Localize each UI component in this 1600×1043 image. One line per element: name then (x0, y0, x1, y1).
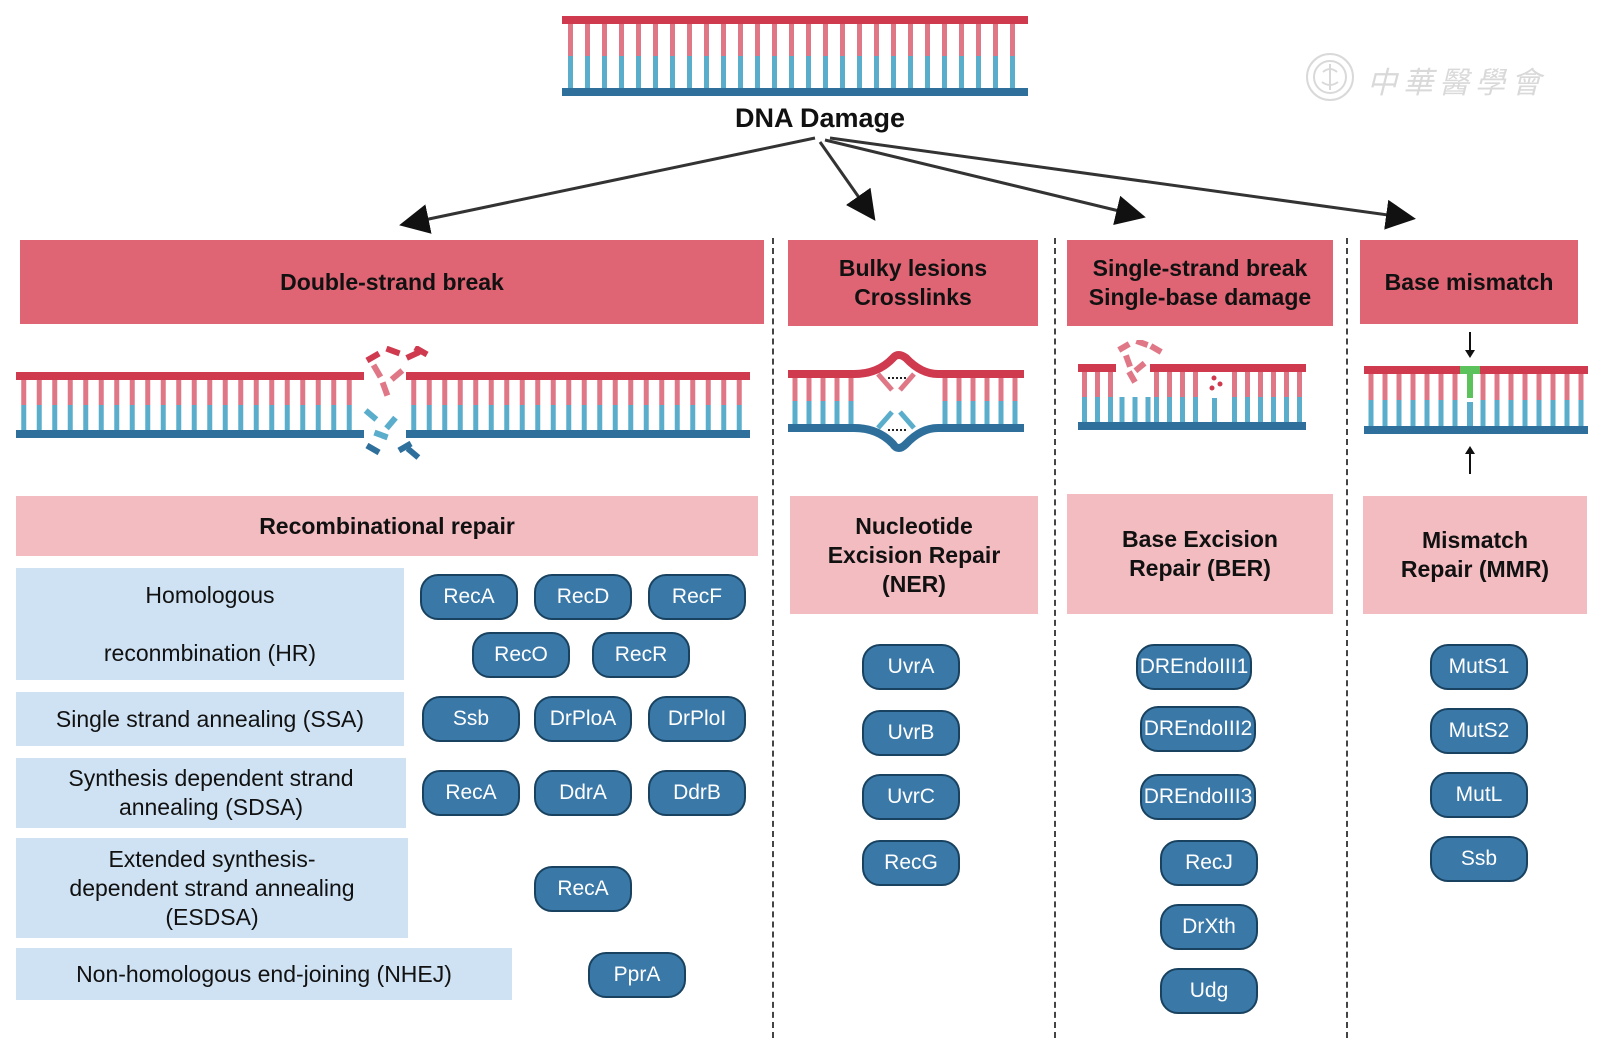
protein-pill: DREndoIII3 (1140, 774, 1256, 820)
watermark: 中華醫學會 (1305, 52, 1575, 108)
watermark-text: 中華醫學會 (1367, 66, 1547, 101)
watermark-seal-icon (1306, 53, 1354, 101)
protein-pill: RecO (472, 632, 570, 678)
pathway-mmr: Mismatch Repair (MMR) (1363, 496, 1587, 614)
protein-pill: UvrC (862, 774, 960, 820)
protein-pill: DrPloA (534, 696, 632, 742)
arrow-to-double-strand-break (399, 136, 816, 234)
mechanism-nhej: Non-homologous end-joining (NHEJ) (16, 948, 512, 1000)
mechanism-ssa: Single strand annealing (SSA) (16, 692, 404, 746)
protein-pill: RecF (648, 574, 746, 620)
protein-pill: RecA (422, 770, 520, 816)
protein-pill: RecA (420, 574, 518, 620)
arrow-to-single-strand-break (824, 138, 1146, 225)
protein-pill: DrXth (1160, 904, 1258, 950)
protein-pill: DREndoIII2 (1140, 706, 1256, 752)
dna-bulky-lesion (788, 351, 1024, 452)
protein-pill: PprA (588, 952, 686, 998)
dna-single-strand-break (1078, 340, 1306, 430)
protein-pill: DrPloI (648, 696, 746, 742)
mechanism-esdsa: Extended synthesis- dependent strand ann… (16, 838, 408, 938)
pathway-ber: Base Excision Repair (BER) (1067, 494, 1333, 614)
pathway-ner: Nucleotide Excision Repair (NER) (790, 496, 1038, 614)
protein-pill: MutS1 (1430, 644, 1528, 690)
dna-base-mismatch (1364, 332, 1588, 474)
protein-pill: DREndoIII1 (1136, 644, 1252, 690)
mechanism-sdsa: Synthesis dependent strand annealing (SD… (16, 758, 406, 828)
protein-pill: DdrB (648, 770, 746, 816)
protein-pill: Ssb (422, 696, 520, 742)
category-base-mismatch: Base mismatch (1360, 240, 1578, 324)
protein-pill: MutS2 (1430, 708, 1528, 754)
protein-pill: RecR (592, 632, 690, 678)
protein-pill: RecJ (1160, 840, 1258, 886)
protein-pill: UvrB (862, 710, 960, 756)
protein-pill: UvrA (862, 644, 960, 690)
arrow-to-bulky-lesions (818, 141, 876, 221)
dna-top-illustration (562, 16, 1028, 96)
category-double-strand-break: Double-strand break (20, 240, 764, 324)
dna-damage-title: DNA Damage (734, 103, 906, 133)
column-divider-1 (772, 238, 774, 1038)
protein-pill: MutL (1430, 772, 1528, 818)
category-single-strand-break: Single-strand break Single-base damage (1067, 240, 1333, 326)
column-divider-2 (1054, 238, 1056, 1038)
protein-pill: RecA (534, 866, 632, 912)
dna-double-strand-break (16, 346, 750, 460)
category-bulky-lesions: Bulky lesions Crosslinks (788, 240, 1038, 326)
protein-pill: RecG (862, 840, 960, 886)
column-divider-3 (1346, 238, 1348, 1038)
protein-pill: DdrA (534, 770, 632, 816)
mechanism-hr: Homologous reconmbination (HR) (16, 568, 404, 680)
protein-pill: Udg (1160, 968, 1258, 1014)
damage-arrows (399, 136, 1416, 234)
protein-pill: Ssb (1430, 836, 1528, 882)
arrow-to-base-mismatch (829, 136, 1416, 230)
protein-pill: RecD (534, 574, 632, 620)
pathway-recombinational-repair: Recombinational repair (16, 496, 758, 556)
